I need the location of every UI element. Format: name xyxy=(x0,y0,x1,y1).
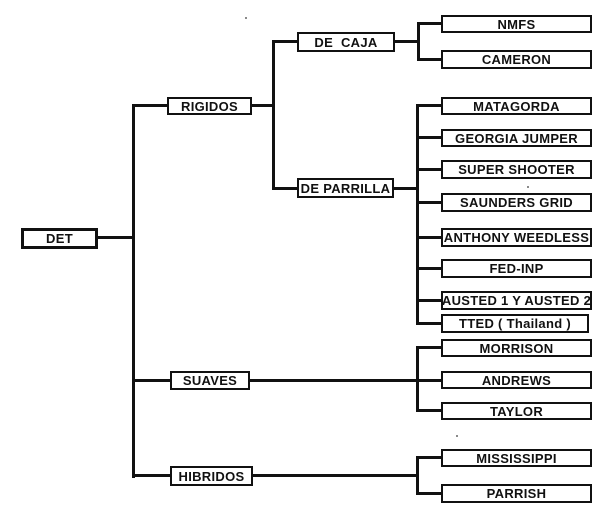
node-label: DE CAJA xyxy=(314,34,378,50)
node-label: PARRISH xyxy=(486,486,547,501)
connector-trunk-rigidos xyxy=(132,104,168,107)
node-label: MISSISSIPPI xyxy=(476,450,557,466)
connector-stub-taylor xyxy=(416,409,442,412)
node-anthony-weedless: ANTHONY WEEDLESS xyxy=(441,228,592,247)
connector-hibridos-vertical xyxy=(416,456,419,495)
connector-stub-super xyxy=(416,168,442,171)
node-label: FED-INP xyxy=(489,261,544,276)
node-mississippi: MISSISSIPPI xyxy=(441,449,592,467)
node-label: SUAVES xyxy=(182,373,238,388)
scan-speck xyxy=(456,435,458,437)
connector-deparrilla-out xyxy=(394,187,419,190)
connector-stub-deparrilla xyxy=(272,187,298,190)
connector-stub-nmfs xyxy=(417,22,442,25)
node-label: AUSTED 1 Y AUSTED 2 xyxy=(441,293,592,308)
node-label: GEORGIA JUMPER xyxy=(455,130,578,146)
connector-trunk-suaves xyxy=(132,379,171,382)
connector-suaves-andrews xyxy=(250,379,441,382)
connector-stub-morrison xyxy=(416,346,442,349)
node-label: DE PARRILLA xyxy=(300,180,391,196)
node-de-caja: DE CAJA xyxy=(297,32,395,52)
connector-suaves-vertical xyxy=(416,346,419,412)
node-label: SUPER SHOOTER xyxy=(458,162,575,177)
node-parrish: PARRISH xyxy=(441,484,592,503)
node-cameron: CAMERON xyxy=(441,50,592,69)
connector-trunk-hibridos xyxy=(132,474,171,477)
node-label: TTED ( Thailand ) xyxy=(459,316,571,331)
node-morrison: MORRISON xyxy=(441,339,592,357)
node-label: TAYLOR xyxy=(489,403,544,419)
connector-rigidos-vertical xyxy=(272,40,275,190)
connector-stub-parrish xyxy=(416,492,442,495)
connector-stub-austed xyxy=(416,299,442,302)
node-label: ANTHONY WEEDLESS xyxy=(443,230,590,245)
node-tted-thailand: TTED ( Thailand ) xyxy=(441,314,589,333)
connector-stub-matagorda xyxy=(416,104,442,107)
node-hibridos: HIBRIDOS xyxy=(170,466,253,486)
node-label: MORRISON xyxy=(479,340,554,356)
node-rigidos: RIGIDOS xyxy=(167,97,252,115)
node-det: DET xyxy=(21,228,98,249)
node-label: RIGIDOS xyxy=(181,98,238,114)
scan-speck xyxy=(527,186,529,188)
connector-stub-fedinp xyxy=(416,267,442,270)
node-austed: AUSTED 1 Y AUSTED 2 xyxy=(441,291,592,310)
node-fed-inp: FED-INP xyxy=(441,259,592,278)
connector-trunk-vertical xyxy=(132,104,135,478)
connector-decaja-vertical xyxy=(417,22,420,61)
node-label: NMFS xyxy=(497,16,536,32)
node-label: MATAGORDA xyxy=(473,98,560,114)
node-suaves: SUAVES xyxy=(170,371,250,390)
connector-deparrilla-vertical xyxy=(416,104,419,325)
node-label: DET xyxy=(46,231,73,246)
connector-stub-mississippi xyxy=(416,456,442,459)
connector-stub-georgia xyxy=(416,136,442,139)
node-georgia-jumper: GEORGIA JUMPER xyxy=(441,129,592,147)
node-andrews: ANDREWS xyxy=(441,371,592,389)
node-taylor: TAYLOR xyxy=(441,402,592,420)
node-matagorda: MATAGORDA xyxy=(441,97,592,115)
connector-rigidos-out xyxy=(252,104,275,107)
node-label: CAMERON xyxy=(481,52,552,67)
node-label: SAUNDERS GRID xyxy=(460,195,573,210)
node-nmfs: NMFS xyxy=(441,15,592,33)
node-label: ANDREWS xyxy=(481,372,552,388)
node-label: HIBRIDOS xyxy=(178,468,245,484)
node-de-parrilla: DE PARRILLA xyxy=(297,178,394,198)
connector-stub-cameron xyxy=(417,58,442,61)
node-super-shooter: SUPER SHOOTER xyxy=(441,160,592,179)
connector-stub-anthony xyxy=(416,236,442,239)
node-saunders-grid: SAUNDERS GRID xyxy=(441,193,592,212)
connector-stub-tted xyxy=(416,322,442,325)
scan-speck xyxy=(245,17,247,19)
connector-det-trunk xyxy=(97,236,135,239)
connector-stub-decaja xyxy=(272,40,298,43)
connector-stub-saunders xyxy=(416,201,442,204)
connector-hibridos-out xyxy=(253,474,419,477)
connector-decaja-out xyxy=(395,40,420,43)
